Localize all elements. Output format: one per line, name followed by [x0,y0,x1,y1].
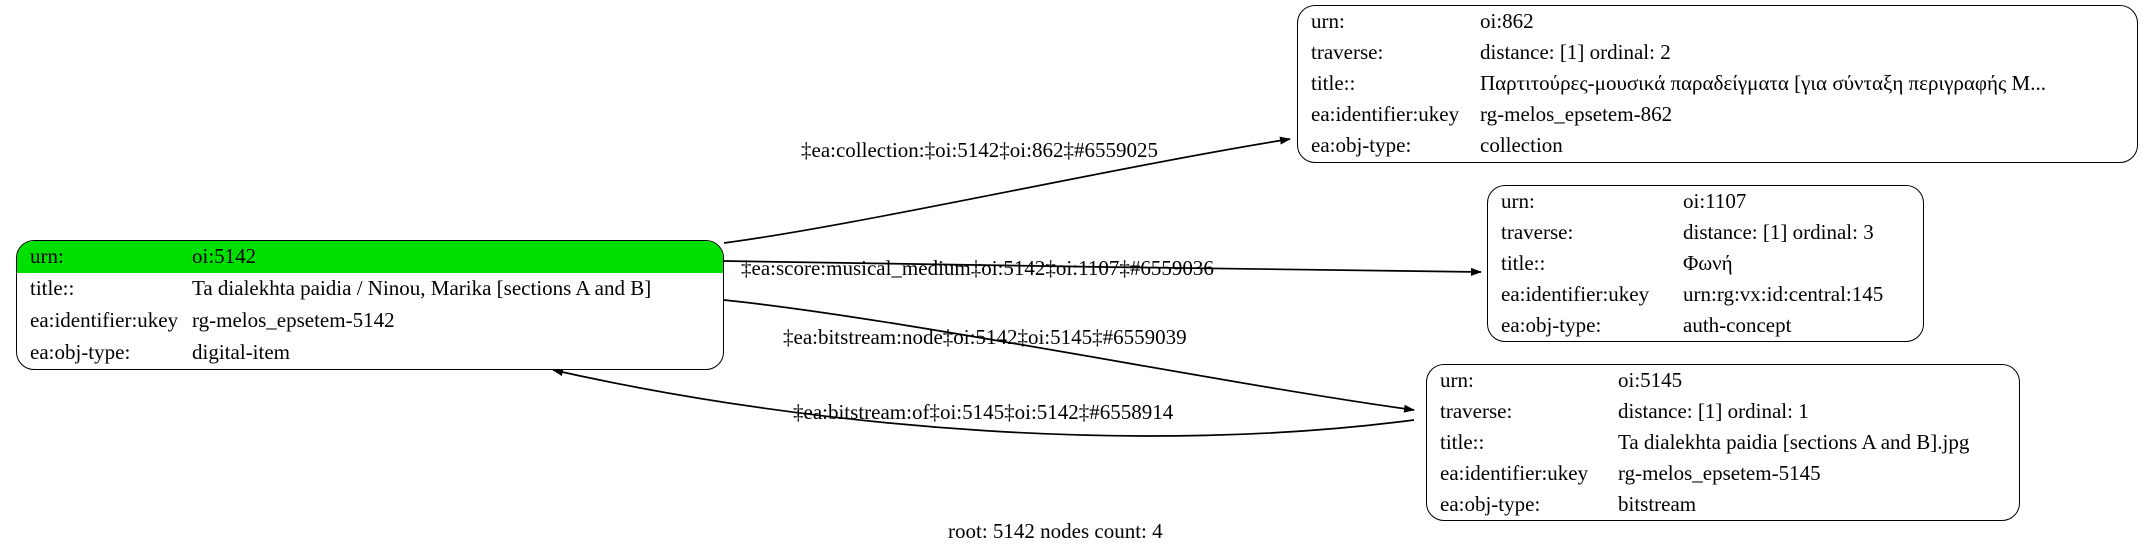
node-oi-862[interactable]: urn: oi:862 traverse: distance: [1] ordi… [1297,5,2138,163]
node-row: title:: Παρτιτούρες-μουσικά παραδείγματα… [1298,68,2137,99]
node-row: title:: Φωνή [1488,248,1923,279]
node-row: ea:identifier:ukey rg-melos_epsetem-5142 [17,305,723,337]
row-key: urn: [1440,367,1474,392]
node-row: ea:obj-type: digital-item [17,337,723,369]
row-key: title:: [1440,429,1485,454]
row-key: ea:obj-type: [1311,133,1412,158]
node-row: traverse: distance: [1] ordinal: 1 [1427,396,2019,427]
row-key: title:: [30,276,75,301]
row-value: Ta dialekhta paidia / Ninou, Marika [sec… [192,276,652,301]
row-value: distance: [1] ordinal: 1 [1618,398,1809,423]
row-key: ea:identifier:ukey [1311,102,1460,127]
node-row: traverse: distance: [1] ordinal: 3 [1488,217,1923,248]
node-row: urn: oi:862 [1298,6,2137,37]
row-value: bitstream [1618,491,1697,516]
edge-label-bitstream-of: ‡ea:bitstream:of‡oi:5145‡oi:5142‡#655891… [793,400,1174,424]
node-oi-1107[interactable]: urn: oi:1107 traverse: distance: [1] ord… [1487,185,1924,342]
edge-label-score-musical-medium: ‡ea:score:musical_medium‡oi:5142‡oi:1107… [741,256,1214,280]
node-row: title:: Ta dialekhta paidia / Ninou, Mar… [17,273,723,305]
row-value: auth-concept [1683,312,1792,337]
row-value: Παρτιτούρες-μουσικά παραδείγματα [για σύ… [1480,71,2046,96]
node-row: ea:obj-type: collection [1298,131,2137,162]
edge-bitstream-node [723,299,1415,413]
row-key: ea:identifier:ukey [1501,281,1650,306]
row-value: distance: [1] ordinal: 2 [1480,39,1671,64]
row-value: Ta dialekhta paidia [sections A and B].j… [1618,429,1970,454]
row-value: oi:1107 [1683,188,1747,213]
row-key: ea:obj-type: [30,340,131,365]
row-key: ea:obj-type: [1440,491,1541,516]
node-row: ea:identifier:ukey rg-melos_epsetem-862 [1298,100,2137,131]
node-row: urn: oi:5142 [17,241,723,273]
node-oi-5142[interactable]: urn: oi:5142 title:: Ta dialekhta paidia… [16,240,724,370]
row-key: ea:identifier:ukey [30,308,179,333]
row-value: rg-melos_epsetem-5142 [192,308,395,333]
graph-caption: root: 5142 nodes count: 4 [948,519,1163,543]
row-key: urn: [17,241,190,273]
row-key: traverse: [1501,219,1574,244]
row-value: oi:5142 [190,241,723,273]
node-oi-5142-table: urn: oi:5142 title:: Ta dialekhta paidia… [17,241,723,369]
row-key: urn: [1501,188,1535,213]
node-row: urn: oi:1107 [1488,186,1923,217]
node-row: ea:identifier:ukey rg-melos_epsetem-5145 [1427,458,2019,489]
row-key: title:: [1311,71,1356,96]
row-value: rg-melos_epsetem-862 [1480,102,1673,127]
node-row: title:: Ta dialekhta paidia [sections A … [1427,427,2019,458]
node-row: ea:obj-type: bitstream [1427,489,2019,520]
node-oi-862-table: urn: oi:862 traverse: distance: [1] ordi… [1298,6,2137,162]
row-key: ea:obj-type: [1501,312,1602,337]
node-row: ea:identifier:ukey urn:rg:vx:id:central:… [1488,279,1923,310]
node-row: ea:obj-type: auth-concept [1488,310,1923,341]
row-value: distance: [1] ordinal: 3 [1683,219,1874,244]
node-row: traverse: distance: [1] ordinal: 2 [1298,37,2137,68]
row-value: oi:862 [1480,8,1534,33]
row-value: digital-item [192,340,290,365]
node-row: urn: oi:5145 [1427,365,2019,396]
row-key: traverse: [1311,39,1384,64]
row-value: urn:rg:vx:id:central:145 [1683,281,1884,306]
row-value: rg-melos_epsetem-5145 [1618,460,1821,485]
node-oi-5145[interactable]: urn: oi:5145 traverse: distance: [1] ord… [1426,364,2020,521]
row-value: oi:5145 [1618,367,1683,392]
row-value: Φωνή [1683,250,1733,275]
row-value: collection [1480,133,1563,158]
row-key: urn: [1311,8,1345,33]
node-oi-1107-table: urn: oi:1107 traverse: distance: [1] ord… [1488,186,1923,341]
edge-label-bitstream-node: ‡ea:bitstream:node‡oi:5142‡oi:5145‡#6559… [783,325,1187,349]
node-oi-5145-table: urn: oi:5145 traverse: distance: [1] ord… [1427,365,2019,520]
row-key: title:: [1501,250,1546,275]
edge-label-collection: ‡ea:collection:‡oi:5142‡oi:862‡#6559025 [801,138,1158,162]
row-key: traverse: [1440,398,1513,423]
row-key: ea:identifier:ukey [1440,460,1589,485]
